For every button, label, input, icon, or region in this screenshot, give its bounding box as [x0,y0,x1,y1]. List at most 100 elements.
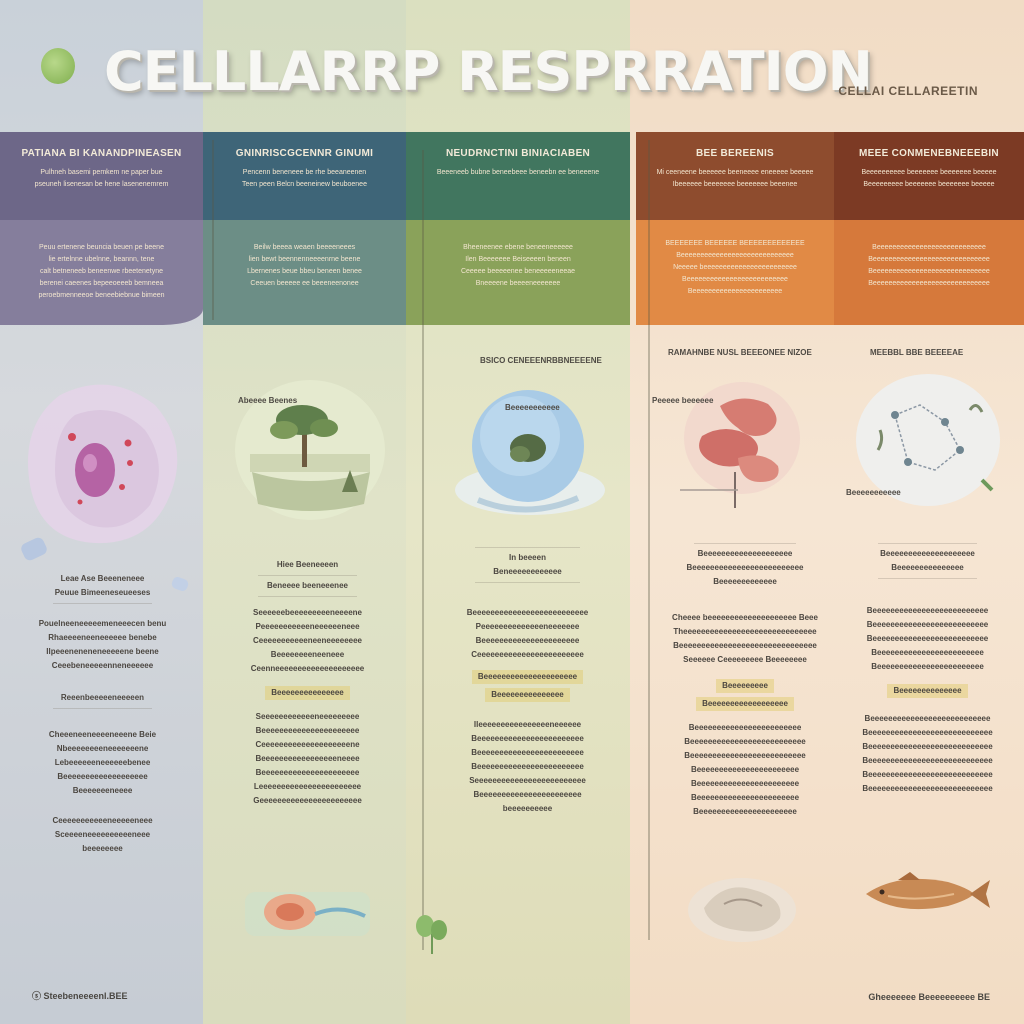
text-line: Beeeeeeeeeeeeeeeeeee [57,772,148,781]
text-line: Beeeeeeeeeeeee [713,577,777,586]
column-1-header-line: pseuneh lisenesan be hene lasenenemrem [34,181,169,188]
illustration-title: MEEBBL BBE BEEEEAE [870,348,964,357]
text-line: Ceeebeneeeeenneneeeeee [51,661,154,670]
info-icon: ⓢ [32,991,44,1001]
text-line: Beeeeeeeeeeeeeeeeeneeee [255,754,360,763]
highlight-label: Beeeeeeeee [716,679,774,693]
summary-line: berenei caeenes bepeeoeeeb bemneea [39,280,164,287]
column-divider [648,140,650,940]
molecule-illustration [856,374,1000,506]
organism-illustration [688,878,796,942]
text-line: Ilpeeeneneneneeeeene beene [46,647,159,656]
column-2-text: Hiee Beeneeeen Beneeee beeneeenee Seeeee… [225,558,390,808]
summary-line: Peuu ertenene beuncia beuen pe beene [39,244,164,251]
summary-line: Beeeeeeeeeeeeeeeeeeeeeeeeeeeeee [868,280,990,287]
text-line: Beeeeeeeeeeeeeeeeeeeeeeeeeee [864,714,991,723]
text-line: Beeeeeeeeeeeeeeeeeeeeee [475,636,580,645]
text-line: Sceeeeneeeeeeeeeeneee [54,830,151,839]
column-3-title: NEUDRNCTINI BINIACIABEN [445,148,591,159]
column-1-text: Leae Ase Beeeneneee Peuue Bimeeneseueese… [20,572,185,856]
summary-line: Ceeeee beeeeenee beneeeeeneeae [460,268,576,275]
summary-line: lie ertelnne ubelnne, beannn, tene [48,256,155,263]
globe-illustration [455,390,605,515]
text-line: Beeeeeeeeeeeeeeeeeeeeeee [690,765,800,774]
column-4-title: BEE BEREENIS [695,148,775,159]
summary-line: Bneeeene beeeeneeeeeee [475,280,561,287]
text-line: Beeeeeeeeneeneee [270,650,345,659]
summary-line: Bheeneenee ebene beneeneeeeee [463,244,573,251]
column-5-summary: Beeeeeeeeeeeeeeeeeeeeeeeeeeee Beeeeeeeee… [834,220,1024,325]
text-line: Nbeeeeeeeeneeeeeeene [56,744,149,753]
text-line: Hiee Beeneeeen [276,560,339,569]
text-line: Beeeeeeeeeeeeeeeeeeeeeeeeee [866,634,989,643]
column-1-title: PATIANA BI KANANDPINEASEN [21,148,182,159]
plant-icon [416,915,447,954]
summary-line: Beilw beeea weaen beeeeneees [253,244,356,251]
text-line: Seeeeeeeeeeeeeeeeeeeeeeeee [469,776,586,785]
text-line: Beeeeeeeeeeeeeeeeeeeeeee [690,793,800,802]
text-line: Beeeeeeeeeeeeeeeeeeeeeeeeeeee [862,742,993,751]
text-line: Beeeeeeeeeeeeeeeeeeeeeeeeee [684,737,806,746]
column-4-summary: BEEEEEEE BEEEEEE BEEEEEEEEEEEEE Beeeeeee… [636,220,834,325]
text-line: Beeeeeeeeeeeeeeeeeeeeeeeeeeeeeee [673,641,817,650]
cell-illustration [28,384,178,544]
text-line: Cheeeneeneeeeneeene Beie [48,730,157,739]
highlight-label: Beeeeeeeeeeeeeee [265,686,350,700]
summary-line: Lbernenes beue bbeu beneen benee [247,268,362,275]
text-line: Ceeeeeeeeeeeneeeeeneee [52,816,153,825]
summary-line: Ceeuen beeeee ee beeeneenonee [250,280,359,287]
page-title: CELLLARRP RESPRRATION [104,40,873,103]
text-line: Beeeeeeeeeeeeeeeeeeeeeeeeeeee [862,728,993,737]
column-3-header: NEUDRNCTINI BINIACIABEN Beeeneeb bubne b… [406,132,630,220]
footer-left-text: Steebeneeeenl.BEE [43,991,128,1001]
column-3-summary: Bheeneenee ebene beneeneeeeee Ilen Beeee… [406,220,630,325]
column-4-header-line: Ibeeeeee beeeeeee beeeeeee beeenee [672,181,798,188]
organ-illustration [680,382,800,508]
column-5-header-line: Beeeeeeeeee beeeeeee beeeeeee beeeee [861,169,997,176]
text-line: Lebeeeeeeneeeeeebenee [54,758,151,767]
text-line: Pouelneeneeeeemeneeecen benu [38,619,167,628]
highlight-label: Beeeeeeeeeeeeeeeeee [696,697,794,711]
summary-line: lien bewt beennenneeeenrne beene [248,256,361,263]
title-bar: CELLLARRP RESPRRATION CELLAI CELLAREETIN [0,40,1024,110]
text-line: Beeeeeeeeeeeeeeeeeeee [880,549,975,558]
text-line: In beeeen [509,553,546,562]
text-line: Beeeeeeeeeeeeeeeeeeeeeeeeee [866,620,989,629]
text-line: Seeeeeebeeeeeeeeeneeeene [253,608,362,617]
text-line: Beeeeeeeeeeeeeeeeeeeeeeee [471,762,584,771]
text-line: Cheeee beeeeeeeeeeeeeeeeeeee Beee [672,613,818,622]
fish-illustration [866,872,990,910]
highlight-label: Beeeeeeeeeeeeeee [485,688,570,702]
text-line: Beeeeeeeeeeeeeeeeeeeeeeeeee [866,606,989,615]
column-2-header-line: Teen peen Belcn beeneinew beuboenee [242,181,367,188]
column-2-title: GNINRISCGCENNR GINUMI [235,148,374,159]
column-1-summary: Peuu ertenene beuncia beuen pe beene lie… [0,220,203,325]
text-line: Beeeeeeeeeeeeeeeeeeeeeeeee [686,563,804,572]
text-line: Beeeeeeeeeeeeeeeeeeeeee [693,807,797,816]
text-line: Beeeeeeeneeee [72,786,133,795]
column-1-header: PATIANA BI KANANDPINEASEN Pulhneh basemi… [0,132,203,220]
text-line: Theeeeeeeeeeeeeeeeeeeeeeeeeeeeee [673,627,817,636]
text-line: Beeeeeeeeeeeeeeeeeeee [697,549,793,558]
text-line: Peeeeeeeeeeeneeeeeeneee [255,622,360,631]
column-divider [212,140,214,320]
text-line: Beeeeeeeeeeeeeeeeeeeeeeee [471,734,584,743]
text-line: Beeeeeeeeeeeeeeeeeeeeeeeeeeee [862,784,993,793]
summary-line: Beeeeeeeeeeeeeeeeeeeeeeeeeeeeee [868,268,990,275]
summary-line: Beeeeeeeeeeeeeeeeeeeeeeeeee [682,276,788,283]
text-line: Beeeeeeeeeeeeeeeeeeeeeee [690,779,800,788]
column-2-summary: Beilw beeea weaen beeeeneees lien bewt b… [203,220,406,325]
summary-line: calt betneneeb beneenwe rbeetenetyne [40,268,163,275]
text-line: Beeeeeeeeeeeeeeeeeeeeeeee [688,723,802,732]
text-line: Beeeeeeeeeeeeeeeeeeeeeee [473,790,582,799]
summary-line: Ilen Beeeeeee Beiseeeen beneen [465,256,571,263]
column-4-header-line: Mi ceeneene beeeeee beeneeee eneeeee bee… [656,169,814,176]
text-line: Beeeeeeeeeeeeeeeeeeeeee [255,726,360,735]
illustration-title: RAMAHNBE NUSL BEEEONEE NIZOE [668,348,812,357]
column-4-header: BEE BEREENIS Mi ceeneene beeeeee beeneee… [636,132,834,220]
text-line: Ceeeeeeeeeeeneeneeeeeeee [253,636,362,645]
text-line: Beeeeeeeeeeeeeee [891,563,964,572]
text-line: Peeeeeeeeeeeeeeneeeeeee [475,622,580,631]
illustration-title: BSICO CENEEENRBBNEEEENE [480,356,602,365]
illustration-caption: Abeeee Beenes [238,396,298,405]
